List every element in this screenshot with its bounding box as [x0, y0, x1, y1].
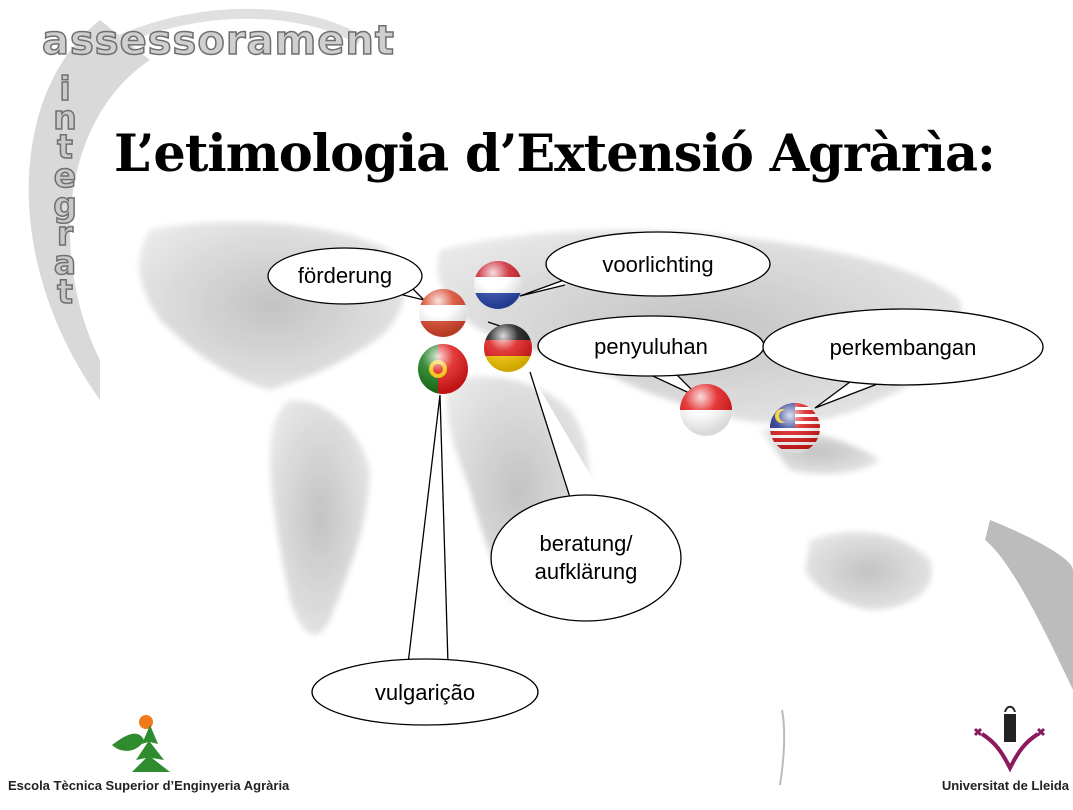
austria-flag — [419, 289, 467, 337]
indonesia-flag — [680, 384, 732, 436]
germany-flag — [484, 324, 532, 372]
brand-letter: a — [53, 243, 77, 282]
label-beratung: beratung/ aufklärung — [491, 530, 681, 586]
swoosh-left — [28, 20, 150, 400]
footer-school-name: Escola Tècnica Superior d’Enginyeria Agr… — [8, 778, 290, 793]
brand-assessorament: assessorament — [41, 17, 395, 65]
brand-letter: n — [53, 98, 78, 137]
brand-letter: r — [56, 214, 74, 253]
brand-letter: g — [52, 185, 77, 224]
bubble-forderung — [267, 247, 427, 305]
swoosh-top — [117, 8, 363, 45]
label-penyuluhan: penyuluhan — [594, 334, 708, 359]
label-beratung-line2: aufklärung — [534, 559, 638, 584]
bubble-perkembangan — [762, 308, 1044, 409]
bubble-voorlichting — [519, 231, 771, 297]
label-vulgaricao: vulgarição — [374, 680, 476, 705]
brand-letter: t — [56, 127, 73, 166]
brand-letter: i — [59, 69, 72, 108]
label-forderung: förderung — [297, 263, 393, 288]
bubble-vulgaricao — [311, 394, 539, 726]
swoosh-right — [985, 520, 1073, 690]
label-beratung-line1: beratung/ — [539, 531, 633, 556]
netherlands-flag — [474, 261, 522, 309]
slide-title: L’etimologia d’Extensió Agràrìa: — [114, 124, 996, 184]
brand-letter: e — [53, 156, 77, 195]
label-voorlichting: voorlichting — [602, 252, 714, 277]
brand-letter: t — [56, 272, 73, 311]
label-perkembangan: perkembangan — [829, 335, 977, 360]
bubble-penyuluhan — [537, 315, 765, 399]
bubble-beratung — [490, 371, 682, 622]
brand-integrat: i n t e g r a t — [52, 69, 78, 311]
footer-university-name: Universitat de Lleida — [941, 778, 1069, 793]
malaysia-flag — [770, 403, 820, 453]
